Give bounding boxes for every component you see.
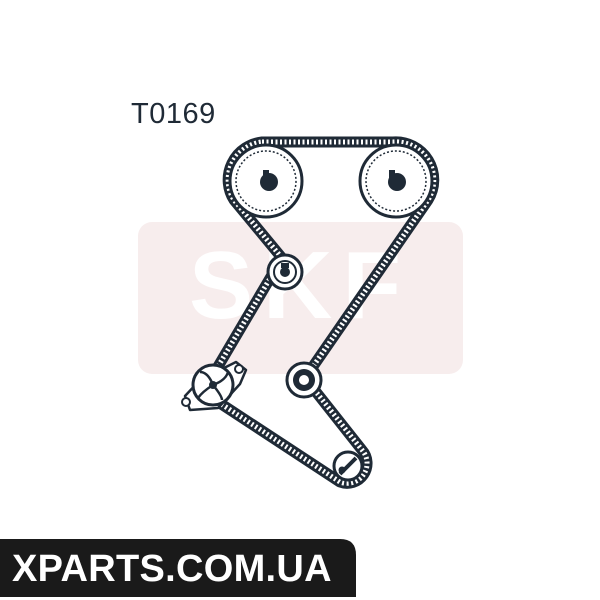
belt-teeth [200,139,437,486]
crankshaft-sprocket [332,450,364,482]
upper-idler-pulley [266,253,304,291]
right-camshaft-sprocket [358,143,434,219]
part-number-label: T0169 [131,98,216,130]
lower-idler-pulley [285,361,323,399]
left-camshaft-sprocket [228,143,304,219]
water-pump-pulley [181,360,248,412]
site-banner [0,539,356,597]
banner-text[interactable]: XPARTS.COM.UA [12,548,332,590]
skf-watermark: SKF [138,222,463,374]
watermark-text: SKF [189,232,411,339]
